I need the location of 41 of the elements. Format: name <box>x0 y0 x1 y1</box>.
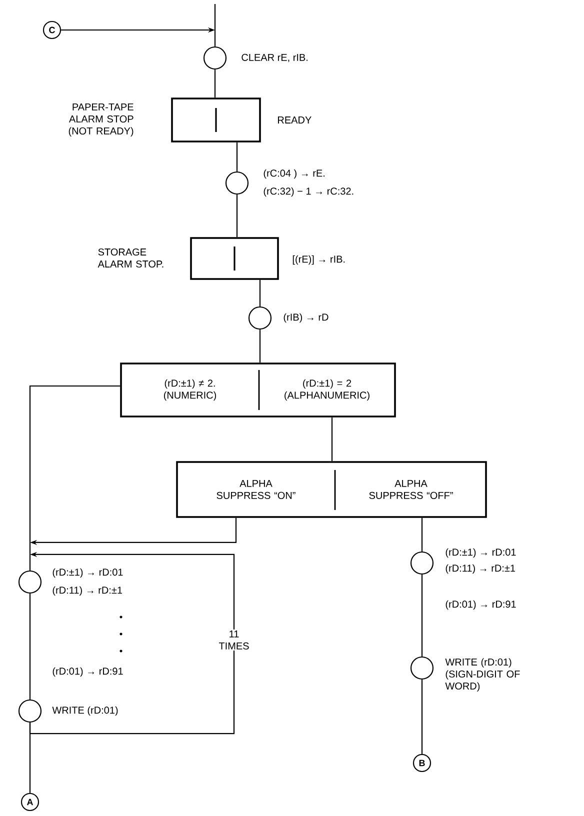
decision-box: (rD:±1) ≠ 2. (NUMERIC) (rD:±1) = 2 (ALPHANUMERIC) <box>120 362 396 418</box>
annotation-text: STORAGE ALARM STOP. <box>98 248 164 268</box>
flow-line <box>29 385 120 570</box>
annotation-text: (rD:01) → rD:91 <box>446 600 516 610</box>
flow-line <box>259 280 261 306</box>
step-circle <box>410 656 434 680</box>
annotation-text: (rIB) → rD <box>284 313 328 323</box>
flow-line <box>29 722 31 793</box>
flow-line <box>421 680 423 754</box>
annotation-text: (rD:±1) → rD:01 <box>446 548 516 558</box>
flow-line <box>236 194 238 238</box>
annotation-text: (rC:04 ) → rE. <box>264 169 324 179</box>
step-circle <box>225 171 249 195</box>
annotation-text: (rD:01) → rD:91 <box>52 667 123 677</box>
alarm-stop-box <box>190 237 279 280</box>
switch-box: ALPHA SUPPRESS “ON” ALPHA SUPPRESS “OFF” <box>176 461 487 518</box>
edge-label: 11 TIMES <box>212 630 256 650</box>
annotation-text: READY <box>278 116 312 124</box>
step-circle <box>18 570 42 594</box>
annotation-text: (rC:32) − 1 → rC:32. <box>264 187 354 197</box>
annotation-text: (rD:11) → rD:±1 <box>52 586 122 596</box>
annotation-text: PAPER-TAPE ALARM STOP (NOT READY) <box>68 104 134 136</box>
flow-line <box>259 330 261 363</box>
step-circle <box>18 699 42 723</box>
annotation-text: (rD:11) → rD:±1 <box>446 564 516 574</box>
flow-line <box>331 417 333 462</box>
alarm-stop-box <box>171 98 261 142</box>
annotation-text: (rD:±1) → rD:01 <box>52 568 123 578</box>
flow-line <box>214 70 216 98</box>
annotation-text: WRITE (rD:01) (SIGN-DIGIT OF WORD) <box>445 658 520 692</box>
flow-line <box>29 594 31 700</box>
flow-line <box>236 142 238 172</box>
annotation-text: WRITE (rD:01) <box>52 706 118 716</box>
annotation-text: CLEAR rE, rIB. <box>242 54 308 62</box>
flow-line <box>421 574 423 656</box>
step-circle <box>248 306 272 330</box>
annotation-text: [(rE)] → rIB. <box>292 255 345 265</box>
flow-line <box>421 518 423 552</box>
step-circle <box>410 551 434 575</box>
flow-line <box>214 4 216 46</box>
step-circle <box>203 46 227 70</box>
